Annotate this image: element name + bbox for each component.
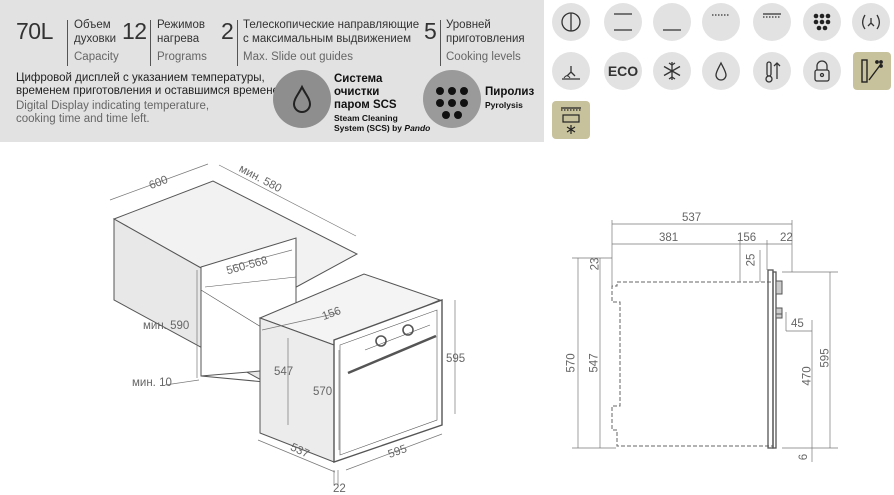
display-en-1: Digital Display indicating temperature,	[16, 100, 210, 112]
eco-icon: ECO	[604, 52, 642, 90]
spec-label-en: Capacity	[74, 51, 119, 63]
dim-570: 570	[313, 386, 333, 398]
small-grill-icon	[702, 3, 740, 41]
pyro-en: Pyrolysis	[485, 100, 523, 110]
dim-595-side: 595	[819, 348, 832, 368]
grill-top-icon	[753, 3, 791, 41]
spec-label-ru: Режимов нагрева	[157, 19, 205, 45]
display-ru-1: Цифровой дисплей с указанием температуры…	[16, 72, 265, 84]
steam-drop-icon	[292, 84, 312, 113]
multi-dots-icon	[803, 3, 841, 41]
dim-22-top: 22	[780, 232, 793, 244]
spec-label-en: Max. Slide out guides	[243, 51, 353, 63]
brand-name: Pando	[404, 123, 431, 133]
fan-bottom-icon	[552, 52, 590, 90]
pyrolysis-badge	[423, 70, 481, 128]
dim-470: 470	[801, 366, 814, 386]
fan-icon	[852, 3, 890, 41]
spec-number: 70L	[16, 18, 53, 44]
spec-number: 2	[221, 18, 234, 44]
dim-570-side: 570	[565, 353, 578, 373]
display-ru-2: временем приготовления и оставшимся врем…	[16, 85, 287, 97]
freeze-icon	[552, 101, 590, 139]
defrost-icon	[653, 52, 691, 90]
dim-25: 25	[745, 253, 758, 267]
scs-en-1: Steam Cleaning	[334, 113, 398, 123]
dim-156-top: 156	[737, 232, 757, 244]
top-heat-icon	[604, 3, 642, 41]
spec-number: 5	[424, 18, 437, 44]
spec-label-ru: Уровней приготовления	[446, 19, 525, 45]
divider	[237, 20, 238, 66]
scs-en-2-text: System (SCS) by	[334, 123, 403, 133]
scs-title-2: очистки	[334, 86, 380, 98]
spec-label-ru: Телескопические направляющие с максималь…	[243, 19, 420, 45]
lock-icon	[803, 52, 841, 90]
display-en-2: cooking time and time left.	[16, 113, 150, 125]
pyrolysis-icon	[853, 52, 891, 90]
dim-23: 23	[589, 257, 602, 271]
dim-595-height: 595	[446, 353, 466, 365]
scs-title-3: паром SCS	[334, 99, 397, 111]
oven-iso	[258, 273, 443, 463]
eco-label: ECO	[607, 63, 639, 79]
scs-en-2: System (SCS) by Pando	[334, 123, 430, 133]
spec-label-en: Programs	[157, 51, 207, 63]
dim-min-10: мин. 10	[132, 377, 172, 389]
dim-min-590: мин. 590	[143, 320, 190, 332]
scs-title-1: Система	[334, 73, 383, 85]
steam-drop-icon	[702, 52, 740, 90]
dim-22: 22	[333, 483, 346, 495]
dim-547: 547	[274, 366, 294, 378]
thermometer-icon	[753, 52, 791, 90]
scs-badge	[273, 70, 331, 128]
spec-number: 12	[122, 18, 147, 44]
oven-side-view	[611, 269, 783, 449]
pyro-ru: Пиролиз	[485, 86, 535, 98]
spec-label-en: Cooking levels	[446, 51, 521, 63]
spec-label-ru: Объем духовки	[74, 19, 117, 45]
dim-537-top: 537	[682, 212, 702, 224]
divider	[440, 20, 441, 66]
dim-6: 6	[798, 453, 811, 461]
divider	[67, 20, 68, 66]
dim-547-side: 547	[588, 353, 601, 373]
dim-45: 45	[791, 318, 804, 330]
pyrolysis-dots-icon	[436, 87, 468, 119]
dim-381: 381	[659, 232, 679, 244]
bottom-heat-icon	[653, 3, 691, 41]
top-bottom-heat-fan-icon	[552, 3, 590, 41]
divider	[150, 20, 151, 66]
